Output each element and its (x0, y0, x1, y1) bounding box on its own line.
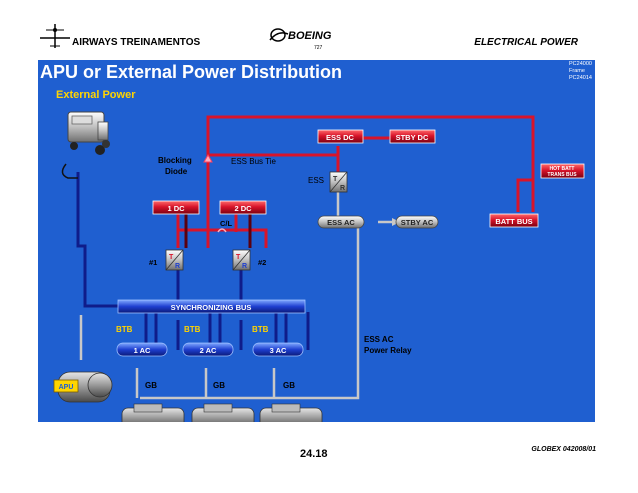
label-gb-3: GB (283, 381, 295, 390)
tr-ess-t: T (333, 176, 338, 183)
tr2-t: T (236, 254, 241, 261)
bus-ess-ac-label: ESS AC (327, 218, 355, 227)
bus-synchronizing-label: SYNCHRONIZING BUS (171, 303, 252, 312)
page-number: 24.18 (300, 448, 328, 460)
tr2-r: R (242, 263, 247, 270)
tr1-t: T (169, 254, 174, 261)
section-title: ELECTRICAL POWER (474, 37, 578, 48)
bus-3-ac: 3 AC (252, 342, 304, 357)
tr1-r: R (175, 263, 180, 270)
bus-ess-dc-label: ESS DC (326, 133, 355, 142)
bus-ess-ac: ESS AC (317, 215, 365, 229)
bus-2-ac: 2 AC (182, 342, 234, 357)
boeing-wordmark: BOEING (288, 30, 332, 42)
circuit-limiter-icon (217, 228, 227, 233)
label-blocking-diode-2: Diode (165, 167, 188, 176)
bus-3-ac-label: 3 AC (270, 346, 287, 355)
bus-stby-dc-label: STBY DC (396, 133, 429, 142)
tr-ess-icon: T R (329, 171, 348, 193)
bus-stby-ac-label: STBY AC (401, 218, 434, 227)
slide-subtitle: External Power (56, 89, 136, 101)
label-cl: C/L (220, 219, 233, 228)
bus-hot-batt-label-2: TRANS BUS (547, 172, 577, 178)
tr1-icon: T R (165, 249, 184, 271)
apu-label: APU (59, 384, 74, 391)
label-ess: ESS (308, 176, 324, 185)
meta-code-3: PC24014 (569, 75, 592, 81)
aux-wiring (79, 192, 396, 400)
label-tr1: #1 (149, 258, 157, 267)
bus-batt: BATT BUS (489, 213, 539, 228)
bus-ess-dc: ESS DC (317, 129, 364, 144)
label-tr2: #2 (258, 258, 266, 267)
bus-hot-batt: HOT BATT TRANS BUS (540, 163, 585, 179)
bus-stby-ac: STBY AC (395, 215, 439, 229)
bus-batt-label: BATT BUS (495, 217, 532, 226)
company-name: AIRWAYS TREINAMENTOS (72, 37, 201, 48)
label-ess-bus-tie: ESS Bus Tie (231, 157, 276, 166)
apu-unit: APU (53, 371, 113, 403)
diagram-panel: Blocking Diode ESS Bus Tie ESS DC STBY D… (38, 60, 595, 422)
airplane-logo-icon (40, 24, 70, 48)
bus-hot-batt-label-1: HOT BATT (550, 166, 575, 172)
label-btb-3: BTB (252, 325, 269, 334)
document-code: GLOBEX 042008/01 (531, 446, 596, 453)
label-gb-1: GB (145, 381, 157, 390)
engine-2 (191, 403, 255, 422)
label-blocking-diode-1: Blocking (158, 156, 192, 165)
ground-power-cart (61, 111, 110, 179)
label-btb-1: BTB (116, 325, 133, 334)
bus-1-dc-label: 1 DC (167, 204, 185, 213)
boeing-logo: BOEING 727 (269, 28, 332, 51)
meta-code-2: Frame (569, 68, 585, 74)
bus-2-dc-label: 2 DC (234, 204, 252, 213)
model-number: 727 (314, 45, 323, 51)
label-btb-2: BTB (184, 325, 201, 334)
meta-code-1: PC24000 (569, 61, 592, 67)
bus-2-ac-label: 2 AC (200, 346, 217, 355)
tr2-icon: T R (232, 249, 251, 271)
blocking-diode-icon (203, 153, 213, 163)
bus-1-dc: 1 DC (152, 200, 200, 215)
bus-synchronizing: SYNCHRONIZING BUS (117, 299, 306, 314)
power-distribution-diagram: Blocking Diode ESS Bus Tie ESS DC STBY D… (53, 111, 585, 422)
engine-1 (121, 403, 185, 422)
bus-2-dc: 2 DC (219, 200, 267, 215)
label-ess-relay-2: Power Relay (364, 346, 412, 355)
label-gb-2: GB (213, 381, 225, 390)
slide-title: APU or External Power Distribution (40, 62, 343, 82)
bus-1-ac: 1 AC (116, 342, 168, 357)
bus-1-ac-label: 1 AC (134, 346, 151, 355)
bus-stby-dc: STBY DC (389, 129, 436, 144)
ac-wiring (76, 172, 310, 350)
engine-3 (259, 403, 323, 422)
label-ess-relay-1: ESS AC (364, 335, 394, 344)
tr-ess-r: R (340, 185, 345, 192)
